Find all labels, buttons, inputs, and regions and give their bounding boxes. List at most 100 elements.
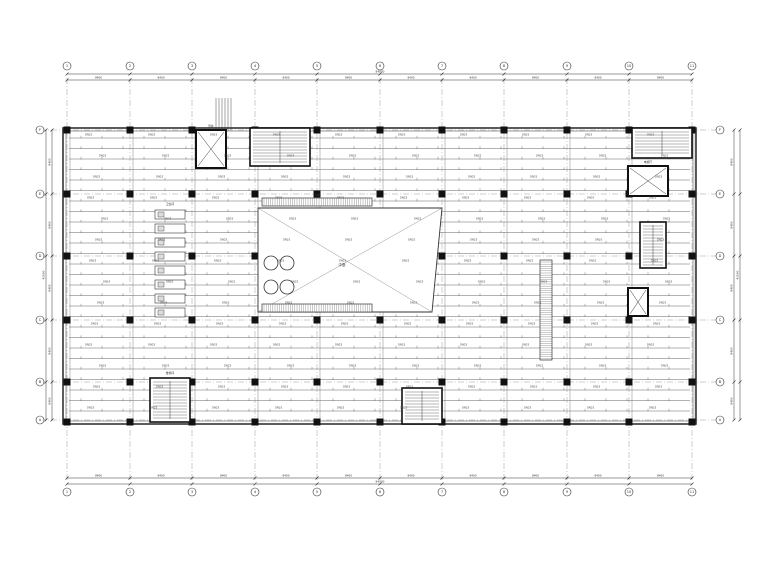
pipe-size-label: DN25 [530,175,538,179]
overall-height-dimension: 42000 [42,270,46,279]
pipe-size-label: DN25 [659,301,667,305]
pipe-size-label: DN25 [532,238,540,242]
dimension-tick [440,482,444,486]
pipe-size-label: DN25 [335,343,343,347]
pipe-size-label: DN25 [603,280,611,284]
pipe-size-label: DN25 [210,133,218,137]
dimension-tick [732,418,736,422]
column-5-1 [313,126,321,134]
pipe-size-label: DN25 [224,154,232,158]
pipe-size-label: DN25 [335,133,343,137]
pipe-size-label: DN25 [226,217,234,221]
pipe-size-label: DN25 [162,364,170,368]
grid-bubble-col [624,61,634,71]
pipe-size-label: DN25 [408,238,416,242]
pipe-size-label: DN25 [468,385,476,389]
column-1-3 [63,252,71,260]
grid-bubble-row [35,251,45,261]
grid-bubble-row [35,377,45,387]
column-10-1 [625,126,633,134]
pipe-size-label: DN25 [647,133,655,137]
dimension-tick [190,482,194,486]
dimension-tick [738,254,742,258]
grid-bubble-row [35,315,45,325]
toilet-fixture [157,253,165,260]
dimension-tick [253,78,257,82]
span-dimension: 8400 [345,76,352,80]
escalator-label: 扶梯 [315,193,321,197]
pipe-size-label: DN25 [281,385,289,389]
pipe-size-label: DN25 [156,175,164,179]
grid-bubble-col [62,61,72,71]
pipe-size-label: DN25 [651,259,659,263]
pipe-size-label: DN25 [285,301,293,305]
grid-bubble-col-label: 7 [441,64,443,68]
pipe-size-label: DN25 [287,364,295,368]
column-7-2 [438,190,446,198]
pipe-size-label: DN25 [597,301,605,305]
pipe-size-label: DN25 [398,343,406,347]
pipe-size-label: DN25 [152,259,160,263]
pipe-size-label: DN25 [412,364,420,368]
span-dimension: 8400 [220,474,227,478]
grid-bubble-col-label: 8 [503,490,506,494]
span-dimension: 8400 [594,76,601,80]
dimension-tick [738,380,742,384]
dimension-tick [253,72,257,76]
grid-bubble-col [437,61,447,71]
pipe-size-label: DN25 [524,196,532,200]
pipe-size-label: DN25 [337,196,345,200]
column-8-1 [500,126,508,134]
grid-bubble-col-label: 7 [441,490,443,494]
pipe-size-label: DN25 [589,259,597,263]
dimension-tick [50,192,54,196]
toilet-fixture [157,295,165,302]
grid-bubble-row [715,251,725,261]
pipe-size-label: DN25 [279,322,287,326]
dimension-tick [565,482,569,486]
dimension-tick [502,482,506,486]
column-7-5 [438,378,446,386]
elevator-shaft-east-x [629,167,667,195]
column-10-3 [625,252,633,260]
pipe-size-label: DN25 [150,196,158,200]
dimension-tick [190,72,194,76]
pipe-size-label: DN25 [522,343,530,347]
span-dimension: 8400 [95,76,102,80]
pipe-size-label: DN25 [601,217,609,221]
pipe-size-label: DN25 [587,406,595,410]
pipe-size-label: DN25 [148,133,156,137]
structural-columns [63,126,696,426]
grid-bubble-row-label: B [719,380,722,384]
grid-bubble-col [624,487,634,497]
column-8-2 [500,190,508,198]
toilet-fixture [157,225,165,232]
pipe-size-label: DN25 [460,133,468,137]
pipe-size-label: DN25 [655,175,663,179]
grid-bubble-row-label: B [39,380,42,384]
dimension-tick [44,318,48,322]
toilet-stall [154,223,186,234]
dimension-tick [732,254,736,258]
elevator-shaft-east-2-x [629,289,647,315]
dimension-tick [690,78,694,82]
column-3-4 [188,316,196,324]
pipe-size-label: DN25 [587,196,595,200]
pipe-size-label: DN25 [148,343,156,347]
column-7-3 [438,252,446,260]
grid-bubble-col-label: 3 [191,64,193,68]
bay-dimension: 8400 [730,397,734,404]
pipe-size-label: DN25 [649,406,657,410]
grid-bubble-col-label: 10 [627,64,632,68]
pipe-size-label: DN25 [522,133,530,137]
column-6-4 [376,316,384,324]
grid-bubble-col [187,487,197,497]
column-4-3 [251,252,259,260]
pipe-size-label: DN25 [99,364,107,368]
pipe-size-label: DN25 [150,406,158,410]
dimension-tick [627,482,631,486]
atrium-label: 中庭 [339,262,347,267]
dimension-tick [627,78,631,82]
pipe-size-label: DN25 [528,322,536,326]
grid-bubble-row-label: F [39,128,41,132]
